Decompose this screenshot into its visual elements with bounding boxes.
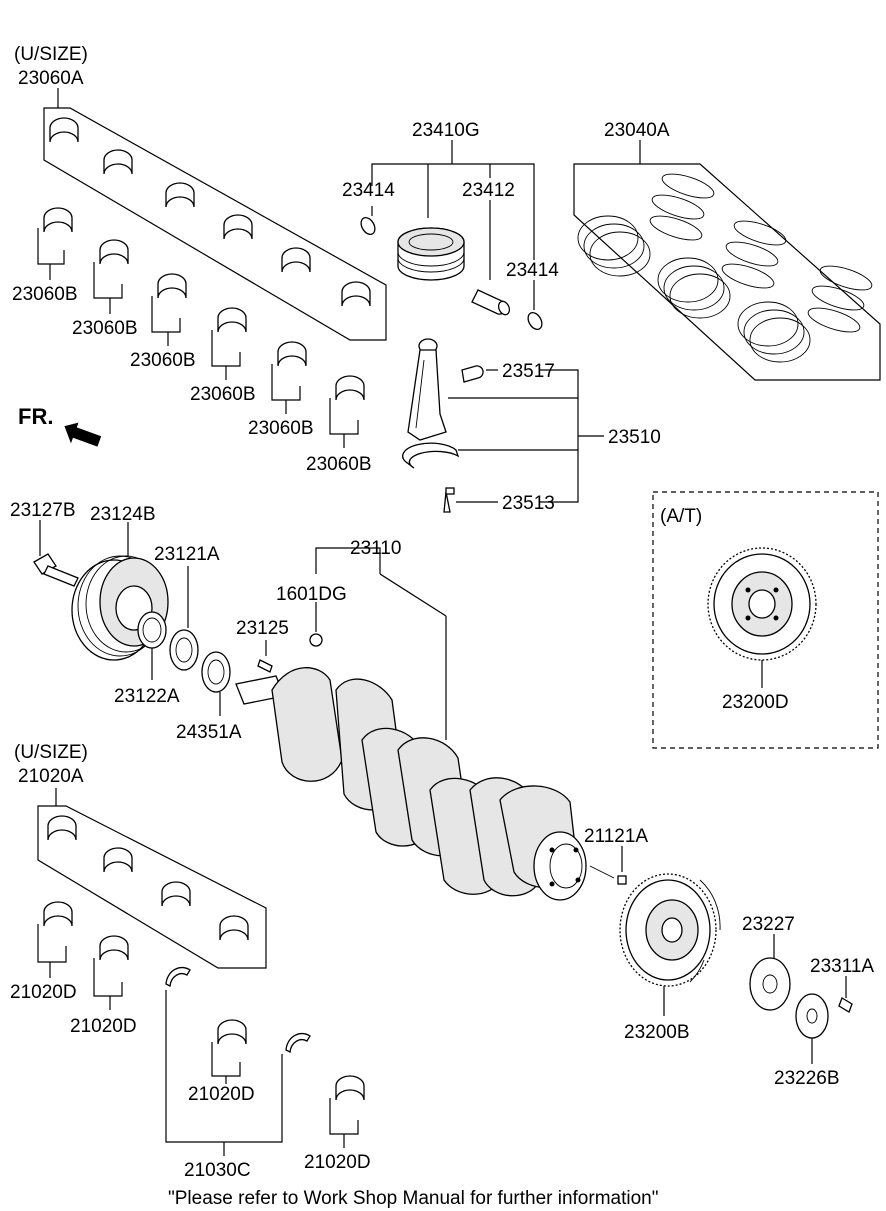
part-label-23200D: 23200D bbox=[722, 692, 789, 713]
part-label-23110: 23110 bbox=[350, 538, 401, 559]
connecting-rod-assembly bbox=[402, 338, 604, 513]
part-label-23227: 23227 bbox=[742, 914, 795, 935]
front-arrow-icon bbox=[64, 422, 102, 447]
part-label-21020D-3: 21020D bbox=[188, 1084, 255, 1105]
part-label-23125: 23125 bbox=[236, 618, 289, 639]
piston-assembly bbox=[360, 140, 543, 331]
part-label-21030C: 21030C bbox=[184, 1160, 251, 1181]
part-label-23124B: 23124B bbox=[90, 504, 156, 525]
part-label-23121A: 23121A bbox=[154, 544, 220, 565]
piston-ring-set bbox=[573, 140, 881, 381]
part-label-23060B-4: 23060B bbox=[190, 384, 256, 405]
part-label-23311A: 23311A bbox=[810, 956, 874, 977]
crank-pulley-assembly bbox=[33, 520, 273, 716]
part-label-23122A: 23122A bbox=[114, 686, 180, 707]
part-label-23410G: 23410G bbox=[412, 120, 480, 141]
main-bearing-upper-set bbox=[43, 88, 387, 341]
front-direction-label: FR. bbox=[18, 404, 53, 429]
part-label-24351A: 24351A bbox=[176, 722, 242, 743]
part-label-23060B-2: 23060B bbox=[72, 318, 138, 339]
part-label-23060B-5: 23060B bbox=[248, 418, 314, 439]
part-label-23060A: 23060A bbox=[18, 68, 84, 89]
part-label-23414-right: 23414 bbox=[506, 260, 559, 281]
crankshaft bbox=[235, 547, 627, 901]
main-bearing-lower-set bbox=[37, 788, 365, 1156]
automatic-transmission-drive-plate-box bbox=[652, 491, 879, 749]
part-label-23510: 23510 bbox=[608, 427, 661, 448]
part-label-21020D-1: 21020D bbox=[10, 982, 77, 1003]
part-label-21020D-4: 21020D bbox=[304, 1152, 371, 1173]
part-label-23060B-1: 23060B bbox=[12, 284, 78, 305]
usize-label-bottom: (U/SIZE) bbox=[14, 742, 88, 763]
part-label-23513: 23513 bbox=[502, 493, 555, 514]
part-label-21020A: 21020A bbox=[18, 766, 84, 787]
at-label: (A/T) bbox=[660, 506, 702, 527]
part-label-21020D-2: 21020D bbox=[70, 1016, 137, 1037]
part-label-1601DG: 1601DG bbox=[276, 584, 347, 605]
part-label-23060B-6: 23060B bbox=[306, 454, 372, 475]
part-label-23040A: 23040A bbox=[604, 120, 670, 141]
main-bearing-23060B-group bbox=[37, 207, 365, 448]
part-label-23200B: 23200B bbox=[624, 1022, 690, 1043]
part-label-23517: 23517 bbox=[502, 361, 555, 382]
part-label-23412: 23412 bbox=[462, 180, 515, 201]
part-label-23127B: 23127B bbox=[10, 500, 76, 521]
part-label-23226B: 23226B bbox=[774, 1068, 840, 1089]
part-label-21121A: 21121A bbox=[584, 826, 648, 847]
part-label-23414-left: 23414 bbox=[342, 180, 395, 201]
flywheel-assembly bbox=[619, 873, 853, 1064]
part-label-23060B-3: 23060B bbox=[130, 350, 196, 371]
usize-label-top: (U/SIZE) bbox=[14, 44, 88, 65]
footer-note: "Please refer to Work Shop Manual for fu… bbox=[168, 1188, 658, 1209]
